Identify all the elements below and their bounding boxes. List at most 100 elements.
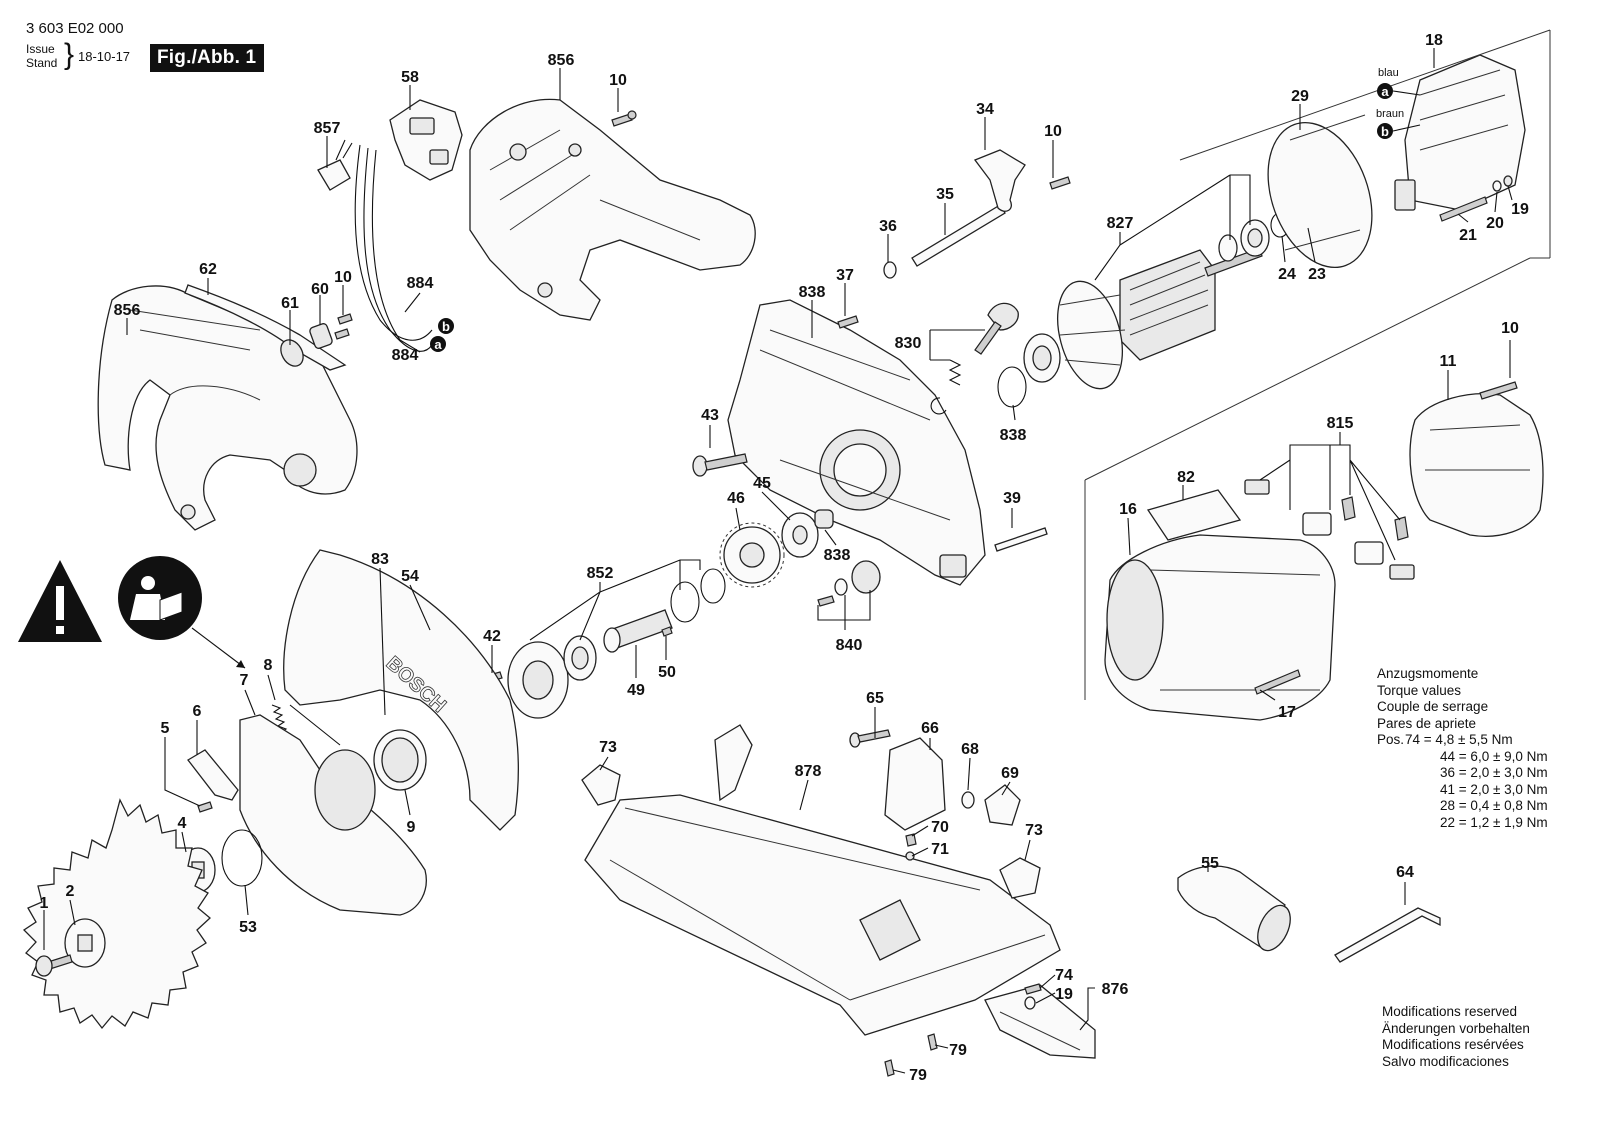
torque-row: 44 = 6,0 ± 9,0 Nm [1377, 749, 1548, 766]
callout-827: 827 [1107, 215, 1134, 232]
callout-71: 71 [931, 841, 949, 858]
washer-20 [1492, 180, 1502, 192]
torque-value: = 2,0 ± 3,0 Nm [1458, 765, 1548, 780]
screw-37 [837, 315, 859, 329]
issue-date: 18-10-17 [78, 49, 131, 64]
end-cover-11 [1409, 393, 1544, 537]
gear-46 [719, 522, 785, 588]
washer-19-b [1024, 996, 1036, 1010]
torque-value: = 4,8 ± 5,5 Nm [1423, 732, 1513, 747]
torque-heading-fr: Couple de serrage [1377, 699, 1489, 714]
knob-73-a [581, 764, 621, 806]
torque-value: = 1,2 ± 1,9 Nm [1458, 814, 1548, 830]
torque-prefix: Pos. [1377, 732, 1405, 747]
dust-adapter-55 [1177, 865, 1291, 952]
callouts: 58 856 10 857 34 10 18 29 35 36 827 24 2… [40, 32, 1529, 1084]
leader-lines [43, 48, 1513, 1074]
torque-pos: 28 [1440, 798, 1456, 813]
callout-840: 840 [836, 637, 863, 654]
brace-glyph: } [64, 38, 75, 71]
torque-row: 28 = 0,4 ± 0,8 Nm [1377, 798, 1548, 815]
circlip-53 [221, 829, 263, 887]
pin-39 [994, 527, 1048, 552]
torque-row: Pos.74 = 4,8 ± 5,5 Nm [1377, 732, 1548, 749]
screw-10-a [611, 110, 637, 127]
washer-68 [961, 791, 975, 809]
label-blau: blau [1378, 67, 1399, 79]
upper-guard-54: BOSCH [283, 549, 519, 831]
key-50 [661, 626, 673, 637]
callout-21: 21 [1459, 227, 1477, 244]
handle-front-856 [469, 98, 756, 321]
read-manual-icon [118, 556, 202, 640]
bush-838-c [814, 509, 834, 529]
flange-2 [64, 918, 106, 968]
callout-5: 5 [161, 720, 170, 737]
hex-key-64 [1334, 907, 1441, 963]
issue-label: Issue [26, 42, 55, 56]
callout-82: 82 [1177, 469, 1195, 486]
callout-83: 83 [371, 551, 389, 568]
torque-row: 22 = 1,2 ± 1,9 Nm [1377, 815, 1548, 832]
callout-64: 64 [1396, 864, 1414, 881]
stator-18 [1394, 54, 1526, 211]
torque-value: = 6,0 ± 9,0 Nm [1458, 748, 1548, 764]
marker-a-top: a [1381, 84, 1389, 99]
callout-69: 69 [1001, 765, 1019, 782]
wire-markers: blau a braun b b a [430, 67, 1421, 352]
callout-852: 852 [587, 565, 614, 582]
callout-815: 815 [1327, 415, 1354, 432]
bearing-852-b [563, 635, 597, 681]
knob-69 [984, 784, 1021, 826]
handle-rear-856 [97, 285, 358, 531]
torque-heading-en: Torque values [1377, 682, 1462, 698]
torque-value: = 2,0 ± 3,0 Nm [1458, 781, 1548, 797]
screw-65 [849, 729, 891, 748]
modifications-es: Salvo modificaciones [1382, 1053, 1509, 1069]
callout-19-b: 19 [1055, 986, 1073, 1003]
callout-10-d: 10 [1501, 320, 1519, 337]
screw-21 [1439, 196, 1488, 222]
callout-20: 20 [1486, 215, 1504, 232]
screw-10-b [1049, 176, 1071, 190]
torque-pos: 44 [1440, 748, 1456, 764]
callout-10-c: 10 [334, 269, 352, 286]
callout-35: 35 [936, 186, 954, 203]
callout-39: 39 [1003, 490, 1021, 507]
guide-876 [984, 984, 1096, 1059]
callout-830: 830 [895, 335, 922, 352]
parts-840 [817, 560, 881, 607]
callout-29: 29 [1291, 88, 1309, 105]
callout-45: 45 [753, 475, 771, 492]
callout-884-b: 884 [392, 347, 419, 364]
lever-6 [187, 749, 239, 801]
circlip-e [930, 397, 947, 415]
torque-value: = 0,4 ± 0,8 Nm [1458, 798, 1548, 813]
power-cable-62 [184, 284, 347, 371]
callout-61: 61 [281, 295, 299, 312]
plate-45 [781, 512, 819, 558]
bracket-66 [884, 737, 946, 831]
callout-10-a: 10 [609, 72, 627, 89]
callout-79-b: 79 [909, 1067, 927, 1084]
document-number: 3 603 E02 000 [26, 20, 124, 37]
callout-46: 46 [727, 490, 745, 507]
callout-79-a: 79 [949, 1042, 967, 1059]
callout-9: 9 [407, 819, 416, 836]
circlip-852 [700, 568, 726, 604]
lower-guard-7 [239, 714, 427, 916]
callout-34: 34 [976, 101, 994, 118]
bearing-838-b [1023, 333, 1061, 383]
torque-pos: 22 [1440, 814, 1456, 830]
callout-43: 43 [701, 407, 719, 424]
callout-65: 65 [866, 690, 884, 707]
callout-23: 23 [1308, 266, 1326, 283]
callout-60: 60 [311, 281, 329, 298]
callout-4: 4 [178, 815, 187, 832]
screw-43 [692, 453, 748, 477]
bearing-827-rear [1218, 219, 1270, 262]
wires-884 [354, 144, 433, 352]
warning-triangle-icon [18, 560, 102, 642]
screw-70 [905, 833, 917, 847]
callout-55: 55 [1201, 855, 1219, 872]
